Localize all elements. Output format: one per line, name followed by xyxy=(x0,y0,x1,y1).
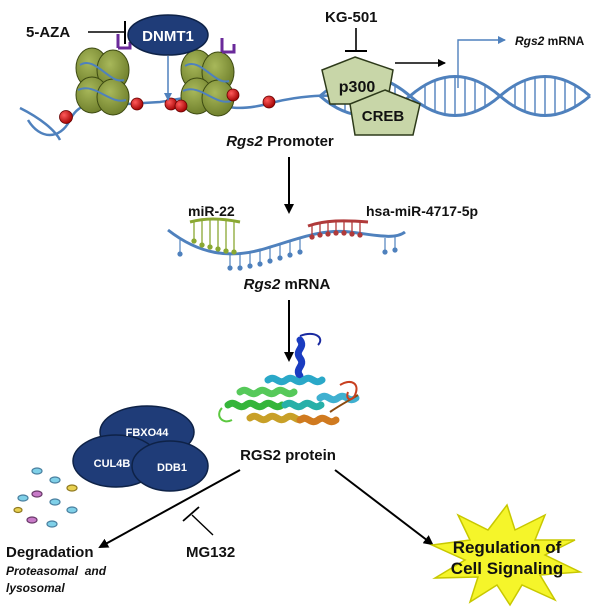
rgs2-mrna-strand xyxy=(167,228,406,271)
ubiquitin-ligase-complex xyxy=(72,405,209,492)
creb-factor xyxy=(349,89,421,136)
degradation-pathway-line1: Proteasomal and xyxy=(6,564,107,578)
mg132-inhibition-bar xyxy=(182,506,200,522)
histone-mark-flag-right xyxy=(220,38,236,54)
mir4717-label: hsa-miR-4717-5p xyxy=(366,203,478,219)
mir4717-binding xyxy=(307,219,369,240)
protein-label: RGS2 protein xyxy=(240,447,336,464)
signaling-label-line1: Regulation of xyxy=(453,538,562,557)
mg132-label: MG132 xyxy=(186,544,235,561)
mg132-inhibition-line xyxy=(191,514,214,536)
ddb1-label: DDB1 xyxy=(157,462,187,474)
cul4b-label: CUL4B xyxy=(94,458,131,470)
mrna-label: Rgs2 mRNA xyxy=(244,276,331,293)
histone-mark-flag-left xyxy=(116,34,132,50)
transcript-label: Rgs2 mRNA xyxy=(515,34,585,48)
nucleosome-left xyxy=(75,47,130,116)
degradation-title: Degradation xyxy=(6,544,94,561)
ddb1-subunit xyxy=(131,440,209,492)
kg501-label: KG-501 xyxy=(325,9,378,26)
degraded-peptide-fragments xyxy=(13,467,78,528)
signaling-burst xyxy=(429,503,583,607)
dna-strand-tail xyxy=(19,106,62,141)
fbxo44-label: FBXO44 xyxy=(126,427,170,439)
dnmt1-enzyme xyxy=(127,14,209,56)
rgs2-protein-structure xyxy=(218,332,360,426)
mir22-label: miR-22 xyxy=(188,203,235,219)
signaling-arrow xyxy=(334,469,434,546)
cpg-methylation-dots xyxy=(59,88,276,124)
transcription-start-arrow xyxy=(457,36,506,88)
dnmt1-label: DNMT1 xyxy=(142,28,194,45)
degradation-arrow xyxy=(98,469,241,548)
p300-label: p300 xyxy=(339,79,376,96)
creb-label: CREB xyxy=(362,108,405,125)
promoter-label: Rgs2 Promoter xyxy=(226,133,334,150)
degradation-pathway-line2: lysosomal xyxy=(6,581,65,595)
mir22-binding xyxy=(189,217,241,255)
signaling-label-line2: Cell Signaling xyxy=(451,559,563,578)
nucleosome-right xyxy=(180,49,235,117)
aza-label: 5-AZA xyxy=(26,24,70,41)
